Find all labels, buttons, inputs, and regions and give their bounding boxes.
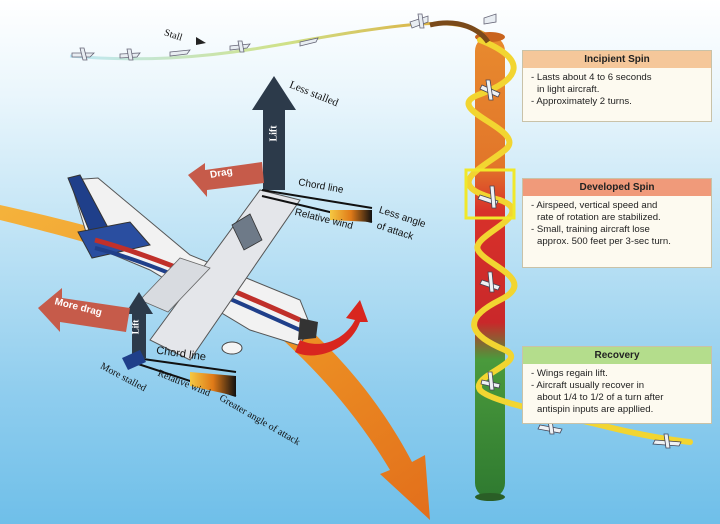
lift-label-bottom: Lift [130, 319, 141, 335]
more-drag-arrow [38, 288, 130, 332]
spin-airplanes [477, 79, 682, 449]
developed-line-3: - Small, training aircraft lose [531, 224, 650, 235]
rotation-arrow [295, 300, 368, 356]
incipient-line-2: in light aircraft. [537, 84, 600, 95]
recovery-line-4: antispin inputs are appllied. [537, 404, 654, 415]
developed-line-2: rate of rotation are stabilized. [537, 212, 661, 223]
developed-spin-title: Developed Spin [523, 179, 711, 196]
incipient-line-1: - Lasts about 4 to 6 seconds [531, 72, 652, 83]
developed-spin-highlight [464, 168, 516, 220]
recovery-title: Recovery [523, 347, 711, 364]
recovery-line-3: about 1/4 to 1/2 of a turn after [537, 392, 664, 403]
stall-path-airplanes [71, 13, 497, 61]
spin-spiral-ribbon [465, 37, 693, 445]
incipient-line-3: - Approximately 2 turns. [531, 96, 632, 107]
lift-arrow-top [252, 76, 296, 190]
developed-line-4: approx. 500 feet per 3-sec turn. [537, 236, 671, 247]
lift-arrow-bottom [125, 292, 153, 358]
drag-arrow [188, 162, 264, 197]
main-airplane [67, 174, 318, 361]
recovery-line-2: - Aircraft usually recover in [531, 380, 645, 391]
developed-spin-box: Developed Spin - Airspeed, vertical spee… [522, 178, 712, 268]
incipient-spin-title: Incipient Spin [523, 51, 711, 68]
recovery-line-1: - Wings regain lift. [531, 368, 608, 379]
developed-line-1: - Airspeed, vertical speed and [531, 200, 658, 211]
incipient-spin-box: Incipient Spin - Lasts about 4 to 6 seco… [522, 50, 712, 122]
recovery-box: Recovery - Wings regain lift. - Aircraft… [522, 346, 712, 424]
lift-label-top: Lift [268, 125, 280, 142]
stall-pointer-icon [196, 37, 206, 45]
